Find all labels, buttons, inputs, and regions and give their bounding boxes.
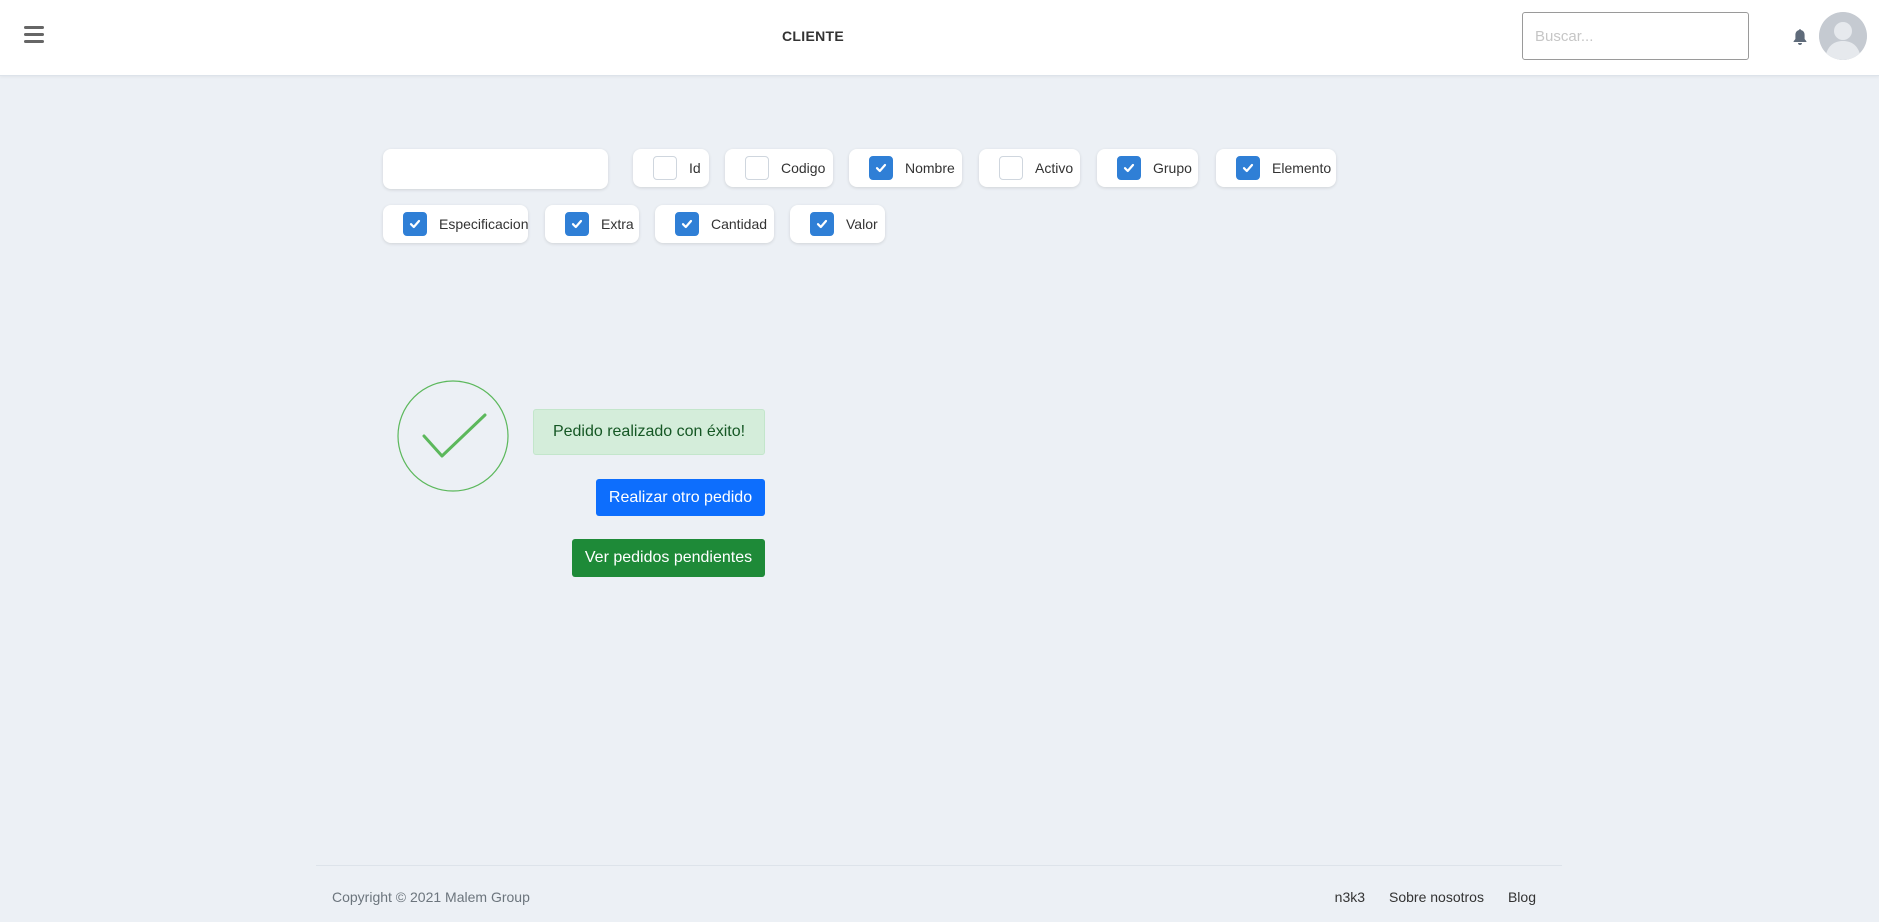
page-title: CLIENTE bbox=[782, 28, 844, 44]
filter-activo[interactable]: Activo bbox=[979, 149, 1080, 187]
success-alert: Pedido realizado con éxito! bbox=[533, 409, 765, 455]
top-navbar: CLIENTE bbox=[0, 0, 1879, 76]
filter-label: Cantidad bbox=[711, 216, 768, 232]
checkbox-checked-icon[interactable] bbox=[675, 212, 699, 236]
footer-link-blog[interactable]: Blog bbox=[1507, 889, 1536, 905]
checkbox-checked-icon[interactable] bbox=[810, 212, 834, 236]
filter-label: Id bbox=[689, 160, 701, 176]
filter-especificacion[interactable]: Especificacion bbox=[383, 205, 529, 243]
checkbox-checked-icon[interactable] bbox=[869, 156, 893, 180]
filter-label: Valor bbox=[846, 216, 878, 232]
filter-elemento[interactable]: Elemento bbox=[1216, 149, 1336, 187]
copyright-text: Copyright © 2021 Malem Group bbox=[332, 889, 530, 905]
checkbox-checked-icon[interactable] bbox=[403, 212, 427, 236]
checkbox-checked-icon[interactable] bbox=[1117, 156, 1141, 180]
filter-label: Extra bbox=[601, 216, 634, 232]
checkbox-unchecked-icon[interactable] bbox=[999, 156, 1023, 180]
user-avatar-icon[interactable] bbox=[1819, 12, 1867, 60]
checkbox-unchecked-icon[interactable] bbox=[653, 156, 677, 180]
footer-divider bbox=[316, 865, 1562, 866]
footer-link-about[interactable]: Sobre nosotros bbox=[1389, 889, 1484, 905]
filter-label: Codigo bbox=[781, 160, 826, 176]
filter-label: Nombre bbox=[905, 160, 955, 176]
footer-links: n3k3 Sobre nosotros Blog bbox=[1335, 889, 1536, 905]
filter-text-input[interactable] bbox=[383, 149, 608, 189]
filter-codigo[interactable]: Codigo bbox=[725, 149, 833, 187]
footer-link-n3k3[interactable]: n3k3 bbox=[1334, 889, 1366, 905]
filter-id[interactable]: Id bbox=[633, 149, 709, 187]
filter-label: Elemento bbox=[1272, 160, 1332, 176]
search-input[interactable] bbox=[1522, 12, 1749, 60]
filter-label: Activo bbox=[1035, 160, 1074, 176]
new-order-button[interactable]: Realizar otro pedido bbox=[596, 479, 765, 516]
filter-label: Especificacion bbox=[439, 216, 529, 232]
filter-valor[interactable]: Valor bbox=[790, 205, 885, 243]
pending-orders-button[interactable]: Ver pedidos pendientes bbox=[572, 539, 765, 577]
checkbox-checked-icon[interactable] bbox=[1236, 156, 1260, 180]
filter-label: Grupo bbox=[1153, 160, 1192, 176]
filter-nombre[interactable]: Nombre bbox=[849, 149, 962, 187]
checkmark-circle-icon bbox=[397, 380, 509, 492]
checkbox-checked-icon[interactable] bbox=[565, 212, 589, 236]
hamburger-icon[interactable] bbox=[24, 26, 44, 44]
filter-grupo[interactable]: Grupo bbox=[1097, 149, 1198, 187]
filter-extra[interactable]: Extra bbox=[545, 205, 639, 243]
checkbox-unchecked-icon[interactable] bbox=[745, 156, 769, 180]
filter-cantidad[interactable]: Cantidad bbox=[655, 205, 774, 243]
bell-icon[interactable] bbox=[1792, 28, 1808, 46]
